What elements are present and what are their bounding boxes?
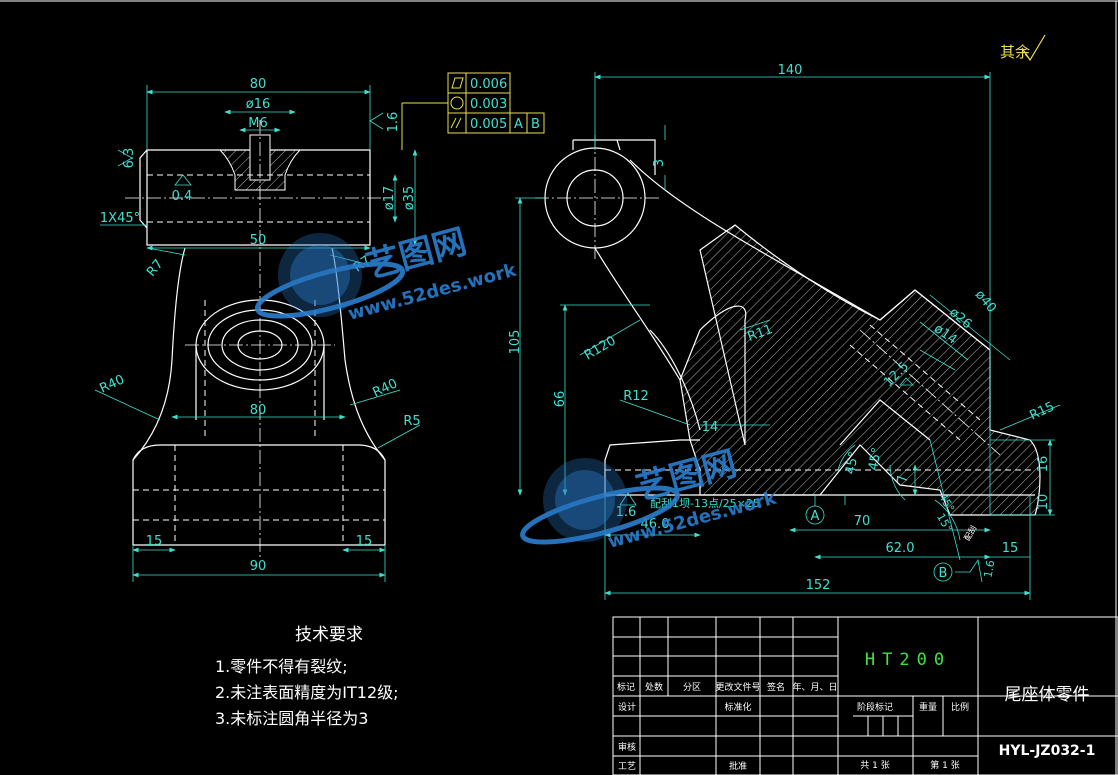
angle-45-b: 45° [866,446,885,471]
front-dimension-lines [515,72,1061,600]
dim-80-mid: 80 [250,403,267,418]
scrape-mark: 配刮 [962,524,979,543]
tol-datum-a: A [514,117,523,132]
tb-standardize: 标准化 [724,701,751,713]
dim-dia16: ø16 [246,97,271,112]
dim-16: 16 [1036,456,1051,473]
radius-r120: R120 [582,333,619,363]
material-label: HT200 [865,650,951,670]
datum-b-circle [933,562,953,582]
rest-roughness-icon [1021,34,1046,62]
hidden-lines [133,174,385,545]
dim-105: 105 [508,330,523,355]
dim-dia35: ø35 [402,186,417,211]
rough-symbol-b [955,558,983,583]
dim-dia40: ø40 [972,287,999,315]
radius-r12: R12 [623,389,649,404]
datum-a-label: A [811,509,820,524]
technical-requirements: 技术要求 1.零件不得有裂纹; 2.未注表面精度为IT12级; 3.未标注圆角半… [215,625,399,728]
dim-14: 14 [702,420,719,435]
left-view: 80 ø16 M6 6.3 1.6 0.4 1X45° ø17 ø35 50 R… [94,77,421,582]
tb-approve: 批准 [729,760,747,772]
tb-label-mark: 标记 [617,681,635,693]
dim-3: 3 [652,159,667,167]
tb-design: 设计 [618,701,636,713]
threaded-hole [249,134,271,181]
tb-scale: 比例 [951,701,969,713]
dim-m6: M6 [248,116,268,131]
tech-req-item-2: 2.未注表面精度为IT12级; [215,683,399,702]
rough-1-6: 1.6 [386,112,401,133]
radius-r15: R15 [1027,399,1057,423]
center-lines [125,120,390,560]
tb-label-date: 年、月、日 [792,681,837,693]
dim-62: 62.0 [886,541,915,556]
front-hidden-lines [605,324,1035,471]
dim-15-right: 15 [356,534,373,549]
dim-80-top: 80 [250,77,267,92]
radius-r40-right: R40 [370,376,400,400]
rough-1-6-c: 1.6 [982,559,998,578]
radius-r5: R5 [403,414,420,429]
tol-value-1: 0.006 [470,77,507,92]
dim-10: 10 [1036,494,1051,511]
flat-0-4: 0.4 [172,189,193,204]
dim-dia17: ø17 [382,186,397,211]
geometric-tolerance-frame: 0.006 0.003 0.005 A B [401,72,545,150]
tech-req-title: 技术要求 [295,625,363,645]
rough-1-6-b: 1.6 [616,505,637,520]
tb-label-sign: 签名 [767,681,785,693]
tb-review: 审核 [618,741,636,753]
dim-140: 140 [778,63,803,78]
tb-sheets-total: 共 1 张 [860,760,889,771]
rest-roughness-label: 其余 [1000,43,1030,61]
rough-6-3: 6.3 [122,148,137,169]
left-dimension-lines [94,85,421,582]
tech-req-item-1: 1.零件不得有裂纹; [215,657,348,676]
dim-15-front: 15 [1002,541,1019,556]
tol-value-2: 0.003 [470,97,507,112]
watermark-1: 艺图网 www.52des.work [254,222,519,325]
radius-r7-left: R7 [144,257,167,280]
dim-152: 152 [806,578,831,593]
dim-70: 70 [854,514,871,529]
datum-b-label: B [939,566,948,581]
tb-stage-mark: 阶段标记 [857,701,893,713]
dim-46: 46.0 [641,517,670,532]
tb-label-change-doc: 更改文件号 [715,681,760,693]
dim-66: 66 [553,391,568,408]
dim-7: 7 [896,475,911,483]
tb-process: 工艺 [618,761,636,772]
dim-50: 50 [250,233,267,248]
dim-15-left: 15 [146,534,163,549]
front-center-lines [535,135,1001,456]
angle-45-a: 45° [843,450,862,475]
drawing-number: HYL-JZ032-1 [999,743,1096,759]
tb-weight: 重量 [919,701,937,713]
title-block: HT200 尾座体零件 HYL-JZ032-1 标记 处数 分区 更改文件号 签… [612,616,1118,775]
tech-req-item-3: 3.未标注圆角半径为3 [215,709,368,728]
part-name: 尾座体零件 [1005,685,1090,705]
tol-datum-b: B [531,117,540,132]
chamfer-note: 1X45° [100,211,140,226]
left-view-outline [132,149,386,546]
tb-label-count: 处数 [645,681,663,693]
dim-90: 90 [250,559,267,574]
radius-r40-left: R40 [97,372,127,396]
tb-label-zone: 分区 [683,682,701,693]
tol-value-3: 0.005 [470,117,507,132]
tb-sheet-no: 第 1 张 [930,759,959,771]
